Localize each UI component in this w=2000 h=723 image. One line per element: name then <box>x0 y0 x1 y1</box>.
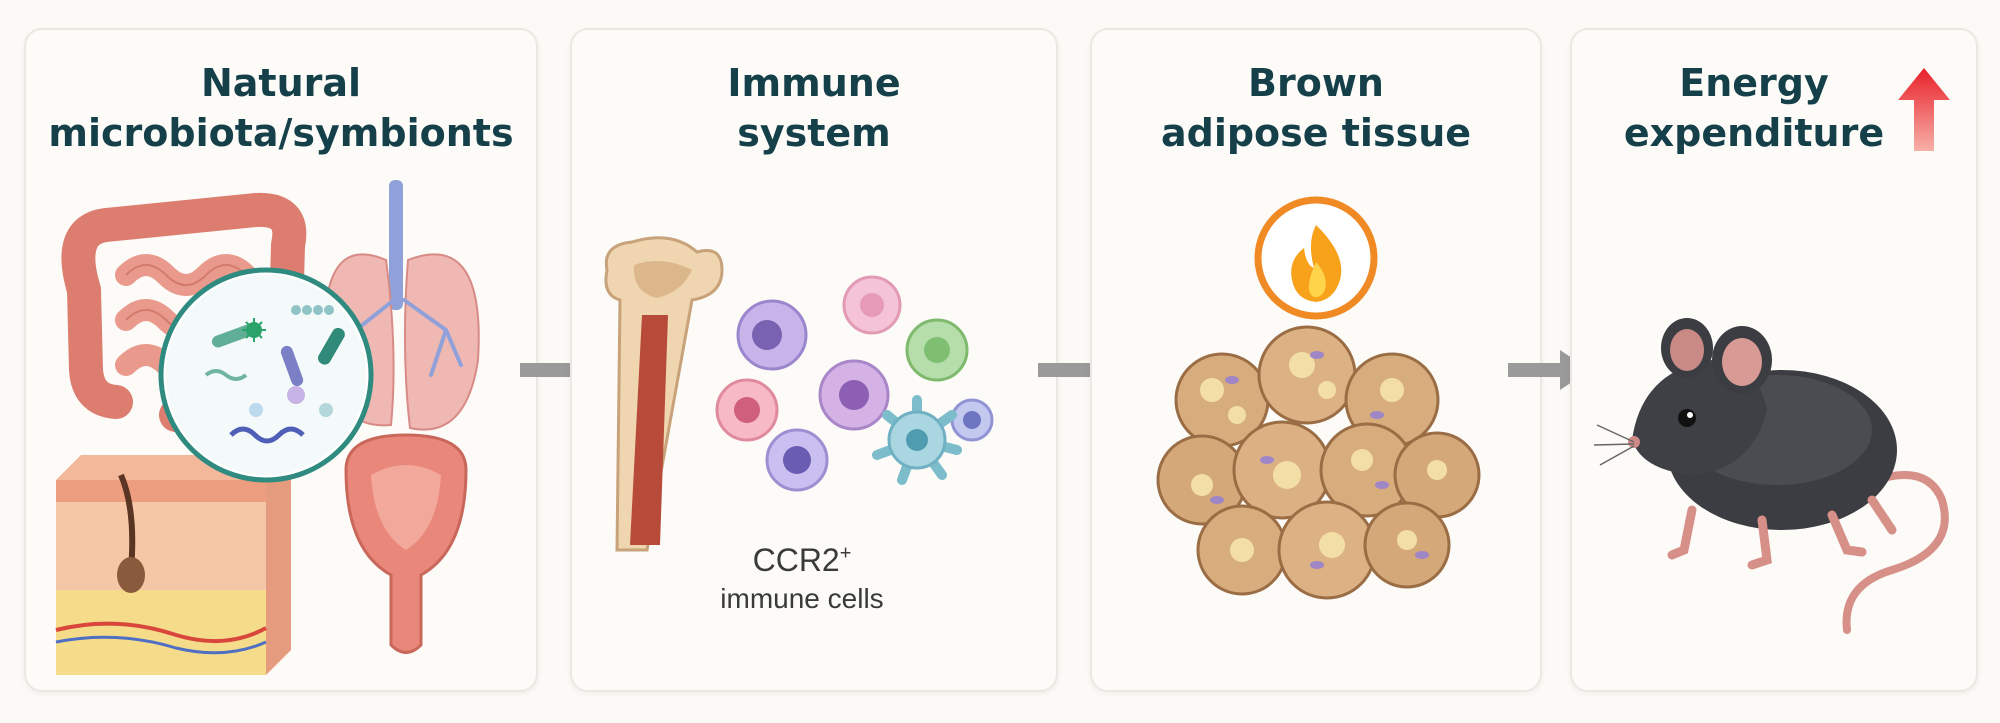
bone-icon <box>604 236 724 552</box>
dendritic-cell-icon <box>872 395 962 485</box>
panel-title: Brown adipose tissue <box>1160 61 1472 155</box>
skin-icon <box>55 455 291 675</box>
immune-illustration <box>604 236 994 552</box>
ccr2-label: CCR2+ <box>752 542 852 578</box>
microbe-magnifier <box>158 267 374 483</box>
immune-cells-icon <box>715 275 994 492</box>
mouse-icon <box>1593 318 1949 634</box>
panel-title: Natural microbiota/symbionts <box>48 61 514 155</box>
bladder-icon <box>344 433 468 654</box>
panel-brown-adipose: Brown adipose tissue <box>1090 28 1542 692</box>
adipose-illustration <box>1156 196 1481 600</box>
panel-title: Immune system <box>727 61 901 155</box>
panel-microbiota: Natural microbiota/symbionts <box>24 28 538 692</box>
panel-immune-system: Immune system <box>570 28 1058 692</box>
immune-cells-label: CCR2+ immune cells <box>702 540 902 618</box>
flame-icon <box>1254 196 1378 320</box>
panel-title: Energy expenditure <box>1623 61 1885 155</box>
microbiota-illustration <box>55 180 480 675</box>
lipid-droplets <box>1191 352 1447 562</box>
panel-energy-expenditure: Energy expenditure <box>1570 28 1978 692</box>
immune-cells-text: immune cells <box>720 583 884 614</box>
mitochondria <box>1210 351 1429 569</box>
arrow-up-icon <box>1898 68 1950 151</box>
